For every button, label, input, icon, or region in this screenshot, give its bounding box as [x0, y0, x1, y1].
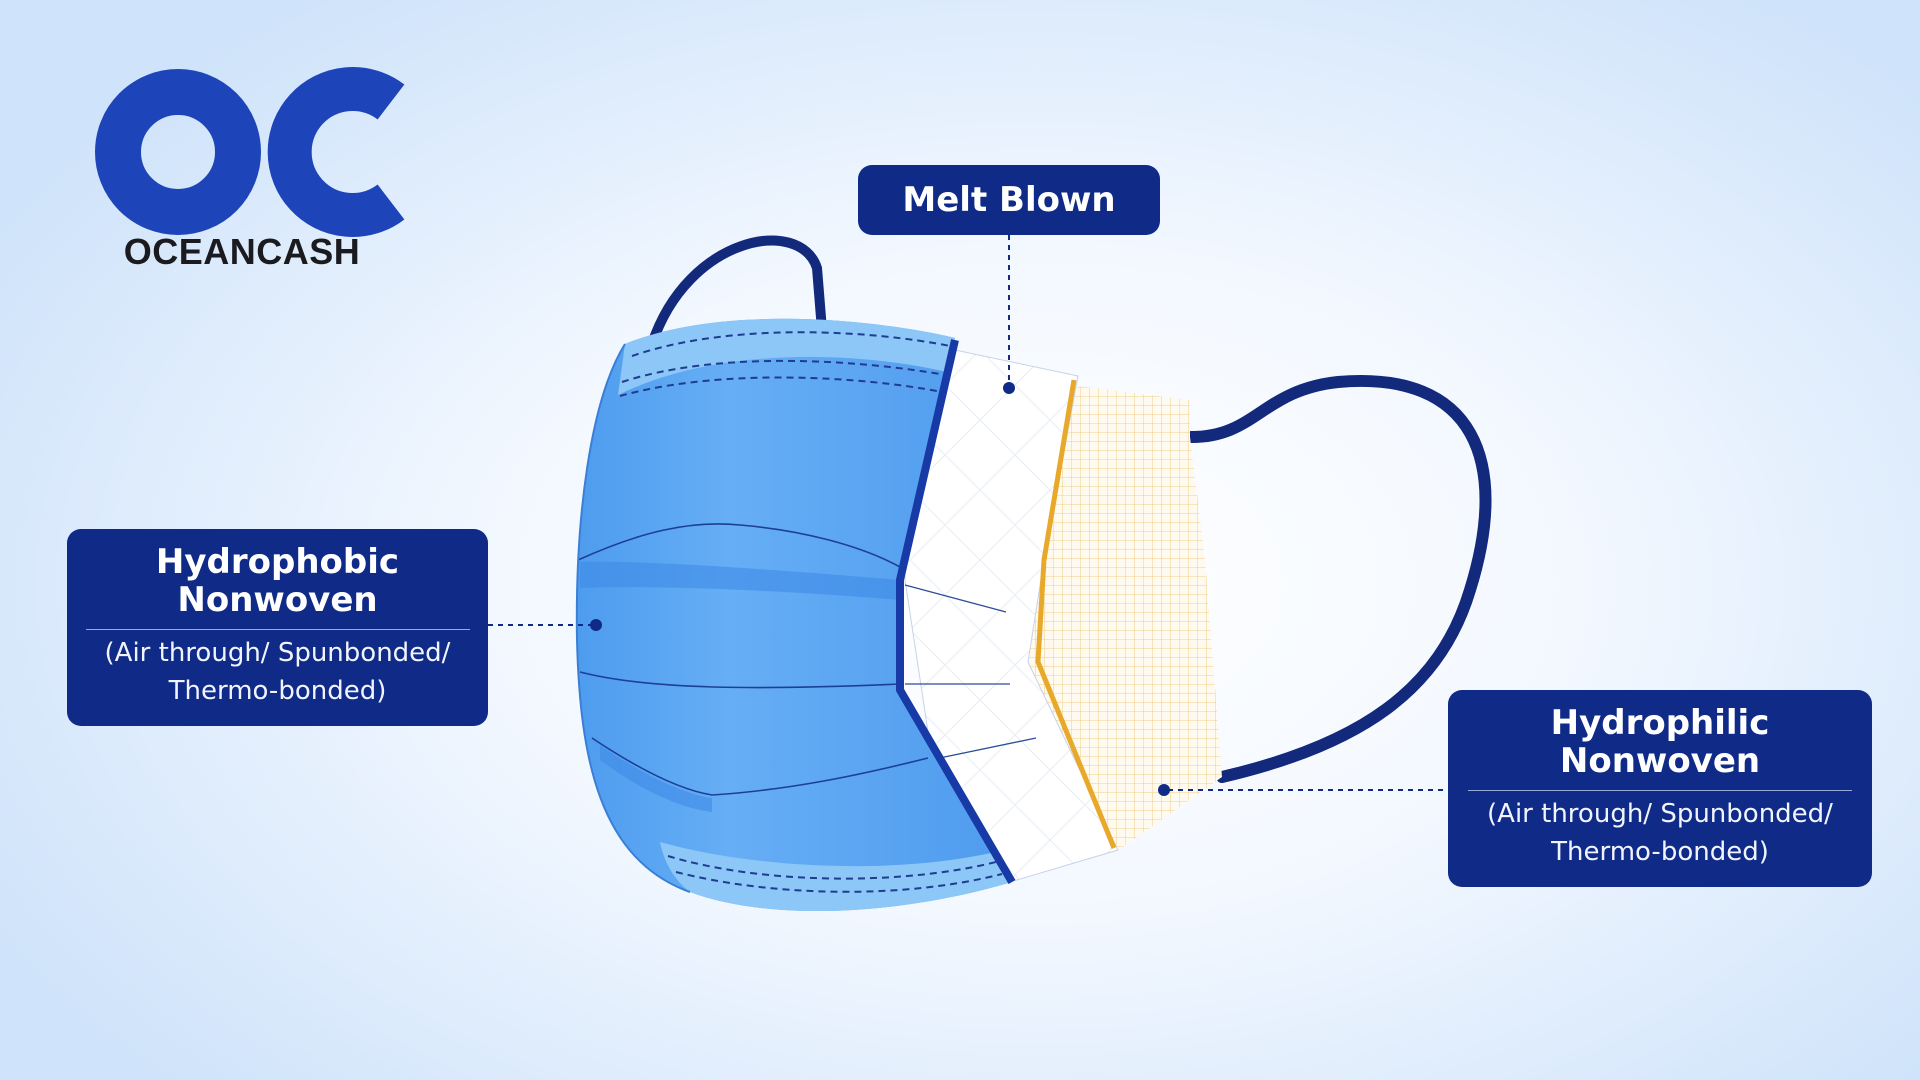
hydrophilic-sub-line2: Thermo-bonded): [1551, 837, 1769, 867]
hydrophilic-label: Hydrophilic Nonwoven (Air through/ Spunb…: [1448, 690, 1872, 887]
hydrophobic-sub-line2: Thermo-bonded): [168, 676, 387, 706]
pleat-fold-1: [577, 523, 901, 568]
leader-dot-melt-blown: [1003, 382, 1015, 394]
pleat-fold-3: [591, 737, 929, 796]
oceancash-logo: [95, 67, 405, 237]
leader-dot-hydrophilic: [1158, 784, 1170, 796]
leader-dot-hydrophobic: [590, 619, 602, 631]
hydrophobic-label: Hydrophobic Nonwoven (Air through/ Spunb…: [67, 529, 488, 726]
pleat-shadow-3: [600, 745, 712, 812]
pleat-fold-2: [579, 671, 901, 689]
hydrophobic-title-line2: Nonwoven: [177, 580, 378, 620]
right-ear-loop: [1184, 374, 1492, 783]
pleat-shadow-1: [580, 561, 900, 600]
hydrophilic-title-line2: Nonwoven: [1559, 741, 1761, 781]
melt-blown-title: Melt Blown: [902, 180, 1116, 220]
hydrophobic-title-line1: Hydrophobic: [155, 542, 400, 582]
hydrophobic-outline: [575, 343, 691, 893]
stitching-lines: [619, 331, 1003, 893]
bottom-edge-band: [660, 842, 1012, 912]
top-edge-band: [618, 318, 955, 395]
hydrophilic-layer: [1026, 386, 1222, 850]
melt-blown-pleat-lines: [904, 584, 1037, 761]
hydrophilic-title-line1: Hydrophilic: [1550, 703, 1770, 743]
brand-name: OCEANCASH: [123, 231, 361, 272]
hydrophobic-layer: [576, 318, 1012, 912]
oc-monogram-icon: [95, 67, 405, 237]
hydrophilic-sub-line1: (Air through/ Spunbonded/: [1487, 799, 1833, 829]
left-ear-loop: [647, 235, 827, 349]
hydrophobic-divider: [85, 629, 470, 630]
hydrophilic-divider: [1468, 790, 1852, 791]
hydrophobic-sub-line1: (Air through/ Spunbonded/: [104, 638, 451, 668]
melt-blown-label: Melt Blown: [858, 165, 1160, 235]
melt-blown-edge-stripe: [1035, 379, 1117, 849]
hydrophobic-edge: [896, 339, 1016, 885]
